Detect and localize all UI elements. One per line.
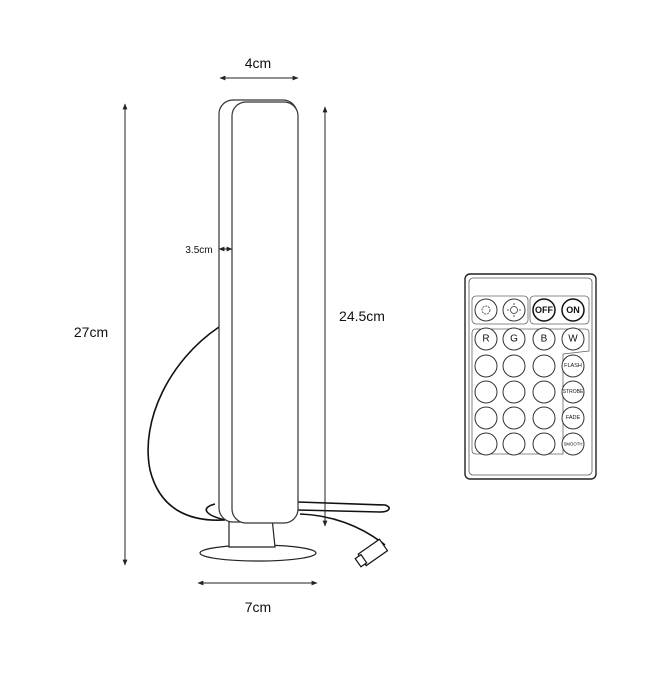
base-width-label: 7cm <box>245 599 271 615</box>
color-button[interactable] <box>474 406 498 430</box>
fade-button[interactable]: FADE <box>561 406 585 430</box>
svg-text:OFF: OFF <box>535 305 553 315</box>
svg-text:ON: ON <box>566 305 580 315</box>
green-button[interactable]: G <box>502 327 526 351</box>
color-button[interactable] <box>474 354 498 378</box>
svg-text:STROBE: STROBE <box>563 389 584 395</box>
power-cable-right <box>297 501 390 546</box>
bar-height-label: 24.5cm <box>339 308 385 324</box>
sun-bright-icon <box>510 306 518 314</box>
svg-text:W: W <box>568 334 578 345</box>
svg-text:G: G <box>510 334 518 345</box>
color-button[interactable] <box>474 432 498 456</box>
brightness-down-button[interactable] <box>474 298 498 322</box>
power-cable-left <box>147 326 226 521</box>
svg-text:FLASH: FLASH <box>564 363 582 369</box>
color-button[interactable] <box>474 380 498 404</box>
color-button[interactable] <box>532 432 556 456</box>
depth-label: 3.5cm <box>185 245 212 256</box>
off-button[interactable]: OFF <box>532 298 556 322</box>
color-button[interactable] <box>502 432 526 456</box>
usb-plug <box>354 538 389 568</box>
total-height-label: 27cm <box>74 324 108 340</box>
smooth-button[interactable]: SMOOTH <box>561 432 585 456</box>
svg-text:FADE: FADE <box>566 415 581 421</box>
color-button[interactable] <box>502 380 526 404</box>
flash-button[interactable]: FLASH <box>561 354 585 378</box>
svg-text:SMOOTH: SMOOTH <box>564 442 583 447</box>
color-button[interactable] <box>502 406 526 430</box>
color-button[interactable] <box>502 354 526 378</box>
on-button[interactable]: ON <box>561 298 585 322</box>
svg-text:R: R <box>482 334 489 345</box>
color-button[interactable] <box>532 380 556 404</box>
blue-button[interactable]: B <box>532 327 556 351</box>
svg-text:B: B <box>541 334 548 345</box>
color-button[interactable] <box>532 406 556 430</box>
width-top-label: 4cm <box>245 55 271 71</box>
strobe-button[interactable]: STROBE <box>561 380 585 404</box>
remote-control: OFF ON R G B W FLASH STROBE FADE SMOOTH <box>464 273 597 480</box>
brightness-up-button[interactable] <box>502 298 526 322</box>
light-bar-front <box>231 101 299 524</box>
color-button-grid <box>474 354 556 456</box>
color-button[interactable] <box>532 354 556 378</box>
white-button[interactable]: W <box>561 327 585 351</box>
red-button[interactable]: R <box>474 327 498 351</box>
sun-dim-icon <box>481 305 491 315</box>
